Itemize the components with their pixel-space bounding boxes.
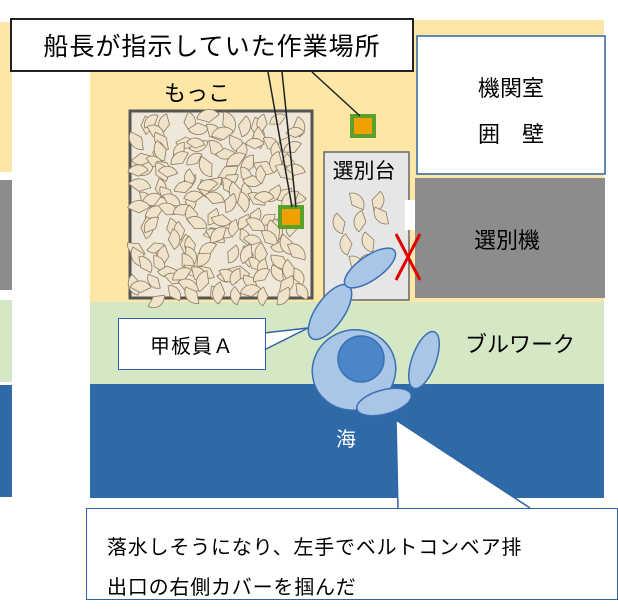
deckhand-left-arm-lower [343,247,397,289]
scallop-shell [285,163,306,176]
left-edge-machine [0,180,12,290]
scallop-shell [138,256,153,274]
scallop-shell [128,178,152,192]
scallop-shell [196,109,220,123]
scallop-shell [228,219,240,238]
engine-room-wall [416,35,606,175]
scallop-shell [196,179,219,192]
scallop-shell [127,164,149,177]
deckhand-callout: 甲板員Ａ [118,318,266,370]
scallop-shell [186,152,203,166]
sorting-machine-label: 選別機 [474,229,540,254]
note-callout-pointer [395,418,531,511]
incident-note-line-1: 落水しそうになり、左手でベルトコンベア排 [107,535,523,559]
scallop-shell [244,137,265,150]
scallop-shell [167,228,181,250]
mokko-label: もっこ [164,82,230,107]
scallop-shell [167,285,181,302]
scallop-shell [348,192,365,211]
scallop-shell [243,234,262,246]
scallop-shell [361,231,375,253]
mokko-scallops [126,109,309,309]
scallop-shell [295,283,309,301]
scallop-shell [283,141,303,153]
scallop-shell [185,246,197,265]
scallop-shell [198,242,218,255]
grab-point-cross-icon [394,233,422,281]
scallop-shell [147,273,161,289]
scallop-shell [255,164,267,184]
engine-room-label: 機関室 [478,77,544,102]
callout-pointer-lower-2 [281,71,297,208]
scallop-shell [226,152,247,167]
scallop-shell [198,155,213,178]
incident-note-callout: 落水しそうになり、左手でベルトコンベア排 出口の右側カバーを掴んだ [86,508,618,600]
scallop-shell [224,192,237,213]
scallop-shell [353,210,367,233]
scallop-shell [339,233,353,256]
deckhand-head [337,335,385,383]
incident-note-line-2: 出口の右側カバーを掴んだ [107,575,357,599]
scallop-shell [286,243,306,261]
scallop-shell [173,181,194,194]
scallop-shell [186,216,208,230]
sorting-machine [415,178,605,298]
scallop-shell [129,280,152,294]
scallop-shell [204,191,225,205]
scallop-shell [184,286,200,304]
scallop-shell [157,165,179,178]
callout-pointer-upper [311,71,361,117]
scallop-shell [238,115,251,138]
sea-label: 海 [336,427,356,451]
left-edge-bulwark [0,300,12,382]
scallop-shell [195,270,210,293]
scallop-shell [186,137,206,149]
sorting-table-outlet [405,200,415,230]
sorting-table-label: 選別台 [333,159,396,183]
scallop-shell [170,151,189,166]
bulwark-label: ブルワーク [465,333,575,358]
scallop-shell [227,244,240,264]
scallop-shell [211,126,235,141]
scallop-shell [212,281,226,305]
scallop-shell [177,278,199,292]
scallop-shell [253,268,271,282]
scallop-shell [147,294,165,309]
scallop-shell [229,268,241,287]
scallop-shell [269,151,283,174]
scallop-shell [373,206,389,225]
scallop-shell [230,286,242,306]
scallop-shell [127,200,151,214]
deckhand-right-arm-lower [356,387,412,417]
scallop-shell [172,267,192,281]
work-location-marker-lower [278,205,304,229]
left-edge-deck [0,22,12,172]
deckhand-figure [307,247,440,417]
scallop-shell [332,212,346,235]
work-location-callout: 船長が指示していた作業場所 [10,18,414,72]
scallop-shell [183,190,204,203]
work-location-marker-upper [350,114,376,138]
scallop-shell [128,131,144,151]
scallop-shell [245,217,266,232]
enclosure-wall-label: 囲 壁 [478,123,544,148]
scallop-shell [285,126,305,139]
scallop-shell [143,216,160,234]
scallop-shell [240,244,253,265]
scallop-shell [276,286,291,306]
left-edge-sea [0,385,12,497]
scallop-shell [239,284,262,298]
scallop-shell [257,286,269,307]
deckhand-right-arm-upper [408,330,440,390]
scallop-shell [253,191,275,204]
callout-pointer-lower [267,71,293,208]
scallop-shell [237,191,250,213]
scallop-shell [153,139,167,162]
